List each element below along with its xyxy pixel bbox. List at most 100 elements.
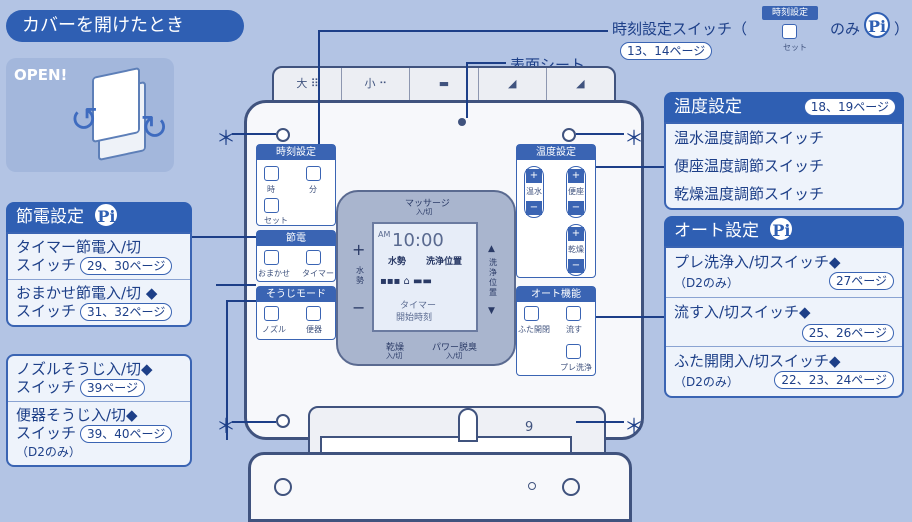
lid-auto-button[interactable] <box>524 306 539 321</box>
dry-temp-minus-button[interactable]: − <box>568 259 584 273</box>
auto-power-button[interactable] <box>264 250 279 265</box>
screen-level-icon: ▪▪▪ ⌂ ▬▬ <box>380 276 432 287</box>
lcd-screen <box>372 222 478 332</box>
dry-temp-plus-button[interactable]: + <box>568 227 584 241</box>
screw-icon <box>276 128 290 142</box>
bottom-screw-icon <box>274 478 292 496</box>
dry-sub: 入/切 <box>386 352 403 360</box>
dry-temp-label: 乾燥 <box>568 245 584 254</box>
asterisk-mark: ＊ <box>216 126 236 150</box>
temp-group-title: 温度設定 <box>517 145 595 160</box>
power-deodor-sub: 入/切 <box>446 352 463 360</box>
screen-wash-position: 洗浄位置 <box>426 257 463 267</box>
screen-start: 開始時刻 <box>396 313 433 323</box>
massage-label[interactable]: マッサージ <box>405 199 450 209</box>
auto-title: オート設定 Pi <box>664 216 904 246</box>
timer-power-button[interactable] <box>306 250 321 265</box>
open-illustration <box>6 58 174 172</box>
pi-mark-icon: Pi <box>864 12 890 38</box>
hour-button[interactable] <box>264 166 279 181</box>
timer-switch-label: 時刻設定スイッチ（ <box>612 20 748 38</box>
clean-group: そうじモード <box>256 286 336 340</box>
timer-switch-suffix: のみ <box>830 20 861 38</box>
seat-temp-item: 便座温度調節スイッチ <box>674 157 825 175</box>
page-title: カバーを開けたとき <box>6 10 244 42</box>
timer-power-label: タイマー <box>302 269 334 278</box>
lid-auto-label: ふた開閉 <box>518 325 550 334</box>
water-force-label: 水勢 <box>356 266 364 285</box>
timer-switch-close: ） <box>894 20 910 38</box>
massage-sub: 入/切 <box>416 208 433 216</box>
pi-mark-icon: Pi <box>93 202 120 228</box>
lower-tab <box>458 408 478 442</box>
timer-switch-icon-label: 時刻設定 <box>762 6 818 20</box>
water-force-plus[interactable]: + <box>352 240 366 259</box>
set-label: セット <box>264 216 288 225</box>
timer-switch-icon-sub: セット <box>783 43 807 52</box>
water-temp-label: 温水 <box>526 187 542 196</box>
power-group-title: 節電 <box>257 231 335 246</box>
water-force-minus[interactable]: − <box>352 298 366 317</box>
nozzle-clean-button[interactable] <box>264 306 279 321</box>
water-temp-plus-button[interactable]: + <box>526 169 542 183</box>
flush-large-button[interactable]: 大 ⠿ <box>274 68 343 100</box>
flush-auto-button[interactable] <box>566 306 581 321</box>
open-label: OPEN! <box>14 66 68 84</box>
flush-item: 流す入/切スイッチ◆ 25、26ページ <box>666 298 902 347</box>
bowl-clean-button[interactable] <box>306 306 321 321</box>
auto-power-label: おまかせ <box>258 269 290 278</box>
set-button[interactable] <box>264 198 279 213</box>
auto-group: オート機能 <box>516 286 596 376</box>
power-deodor-label[interactable]: パワー脱臭 <box>432 343 478 353</box>
screw-icon <box>276 414 290 428</box>
flush-auto-label: 流す <box>566 325 582 334</box>
position-up-icon[interactable]: ▲ <box>488 244 495 254</box>
screen-water-force: 水勢 <box>388 257 407 267</box>
minute-label: 分 <box>309 185 317 194</box>
screen-am: AM <box>378 230 391 239</box>
soft-wash-button[interactable]: ◢ <box>576 77 585 90</box>
clock-group-title: 時刻設定 <box>257 145 335 160</box>
seat-temp-label: 便座 <box>568 187 584 196</box>
flush-small-button[interactable]: 小 ⠒ <box>342 68 411 100</box>
bottom-dot <box>528 482 536 490</box>
water-temp-item: 温水温度調節スイッチ <box>674 129 825 147</box>
wash-button[interactable]: ▬ <box>410 68 479 100</box>
asterisk-mark: ＊ <box>624 414 644 438</box>
nozzle-clean-label: ノズル <box>262 325 286 334</box>
seat-temp-plus-button[interactable]: + <box>568 169 584 183</box>
dry-label[interactable]: 乾燥 <box>386 343 405 353</box>
seat-temp-minus-button[interactable]: − <box>568 201 584 215</box>
bidet-button[interactable]: ◢ <box>479 68 547 100</box>
screen-time: 10:00 <box>392 230 444 251</box>
water-temp-minus-button[interactable]: − <box>526 201 542 215</box>
sheet-dot <box>458 118 466 126</box>
position-down-icon[interactable]: ▼ <box>488 306 495 316</box>
prewash-item: プレ洗浄入/切スイッチ◆ （D2のみ）27ページ <box>666 248 902 298</box>
power-save-title: 節電設定 Pi <box>6 202 192 232</box>
timer-switch-pages: 13、14ページ <box>620 42 713 60</box>
bowl-clean-label: 便器 <box>306 325 322 334</box>
rotate-arrow-left-icon: ↺ <box>70 100 99 140</box>
auto-group-title: オート機能 <box>517 287 595 302</box>
bottom-screw-icon <box>562 478 580 496</box>
prewash-auto-button[interactable] <box>566 344 581 359</box>
screw-icon <box>562 128 576 142</box>
door-front-icon <box>92 66 140 144</box>
asterisk-mark: ＊ <box>624 126 644 150</box>
minute-button[interactable] <box>306 166 321 181</box>
auto-panel: オート設定 Pi プレ洗浄入/切スイッチ◆ （D2のみ）27ページ 流す入/切ス… <box>664 216 904 398</box>
clean-group-title: そうじモード <box>257 287 335 302</box>
pi-mark-icon: Pi <box>768 216 795 242</box>
prewash-auto-label: プレ洗浄 <box>560 363 592 372</box>
lid-item: ふた開閉入/切スイッチ◆ （D2のみ）22、23、24ページ <box>666 347 902 396</box>
wash-position-label: 洗浄位置 <box>489 258 497 297</box>
